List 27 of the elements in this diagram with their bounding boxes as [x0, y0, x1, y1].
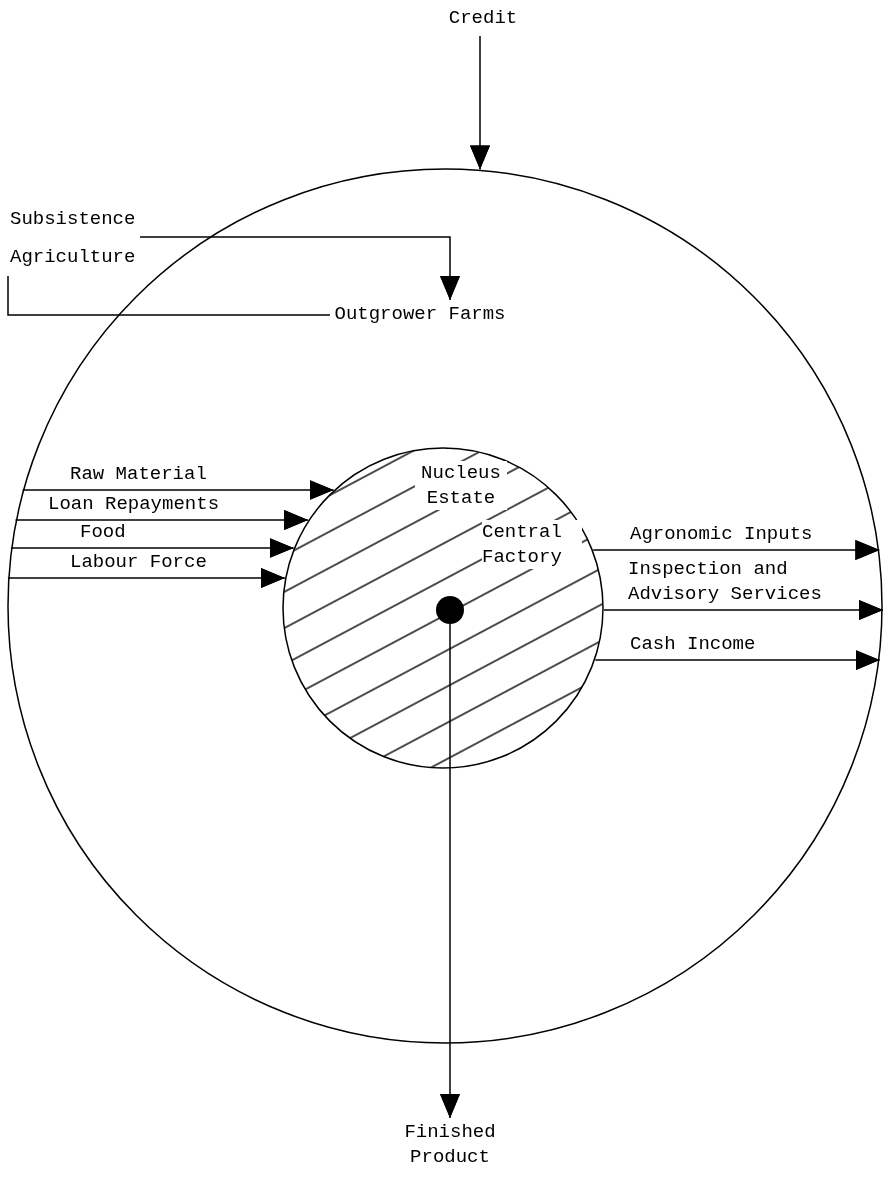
- node-text: Finished Product: [400, 1120, 500, 1172]
- connector-line: [7, 275, 331, 316]
- edge-label: Inspection and Advisory Services: [628, 557, 823, 607]
- dot-marker: [436, 596, 464, 624]
- node-text: Outgrower Farms: [330, 302, 510, 328]
- edge-label: Raw Material: [70, 462, 207, 487]
- arrow: [470, 35, 490, 171]
- edge-label: Food: [80, 520, 126, 545]
- arrow: [594, 650, 881, 670]
- outer-circle: [7, 168, 883, 1044]
- arrow: [14, 510, 309, 530]
- arrow: [10, 538, 295, 558]
- heading-text: Credit: [440, 6, 526, 32]
- arrow: [139, 236, 460, 301]
- arrow: [21, 480, 335, 500]
- arrow: [440, 623, 460, 1119]
- arrow: [592, 540, 881, 560]
- hatched-circle: [282, 447, 604, 769]
- arrow: [603, 600, 884, 620]
- circle-label: Nucleus Estate: [415, 461, 507, 511]
- edge-label: Loan Repayments: [48, 492, 220, 517]
- arrow: [7, 568, 286, 588]
- node-caption: Central Factory: [482, 520, 582, 570]
- node-text: Subsistence Agriculture: [10, 200, 140, 276]
- edge-label: Labour Force: [70, 550, 207, 575]
- edge-label: Cash Income: [630, 632, 756, 657]
- edge-label: Agronomic Inputs: [630, 522, 813, 547]
